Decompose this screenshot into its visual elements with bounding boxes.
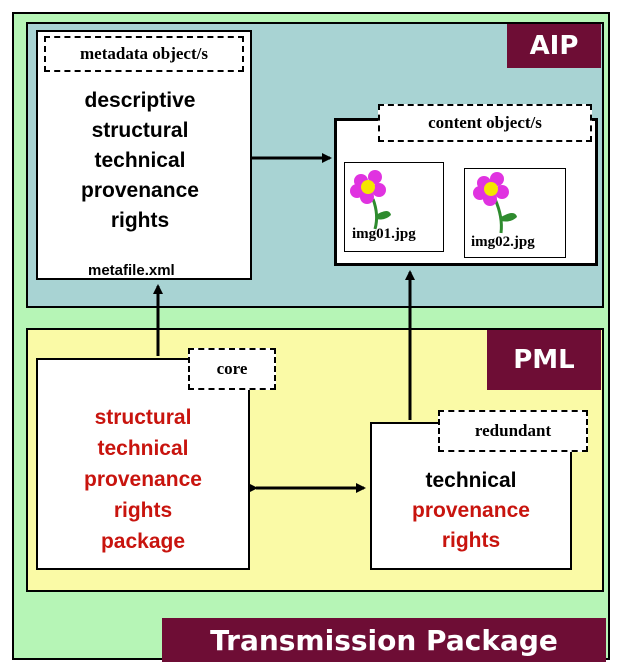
pml-title: PML bbox=[487, 330, 601, 390]
content-object-label: content object/s bbox=[378, 104, 592, 142]
metadata-filename: metafile.xml bbox=[88, 262, 175, 279]
core-label: core bbox=[188, 348, 276, 390]
image-filename: img02.jpg bbox=[471, 234, 535, 250]
core-categories: structural technical provenance rights p… bbox=[36, 402, 250, 557]
redundant-label: redundant bbox=[438, 410, 588, 452]
metadata-line: structural bbox=[91, 119, 189, 142]
metadata-line: rights bbox=[110, 209, 170, 232]
redundant-line: rights bbox=[441, 529, 501, 552]
metadata-line: descriptive bbox=[84, 89, 196, 112]
metadata-line: technical bbox=[94, 149, 186, 172]
flower-icon bbox=[350, 170, 391, 230]
core-line: provenance bbox=[84, 468, 202, 491]
redundant-line: technical bbox=[425, 469, 517, 492]
metadata-line: provenance bbox=[81, 179, 199, 202]
redundant-line: provenance bbox=[412, 499, 530, 522]
metadata-object-label: metadata object/s bbox=[44, 36, 244, 72]
redundant-categories: technical provenance rights bbox=[370, 466, 572, 556]
image-thumbnail bbox=[464, 168, 566, 258]
image-thumbnail bbox=[344, 162, 444, 252]
metadata-categories: descriptive structural technical provena… bbox=[40, 86, 240, 236]
core-line: package bbox=[100, 530, 186, 553]
transmission-package-title: Transmission Package bbox=[162, 618, 606, 662]
core-line: technical bbox=[97, 437, 189, 460]
flower-icon bbox=[473, 172, 517, 234]
core-line: structural bbox=[94, 406, 192, 429]
core-box bbox=[36, 358, 250, 570]
core-line: rights bbox=[113, 499, 173, 522]
aip-title: AIP bbox=[507, 24, 601, 68]
image-filename: img01.jpg bbox=[352, 226, 416, 242]
